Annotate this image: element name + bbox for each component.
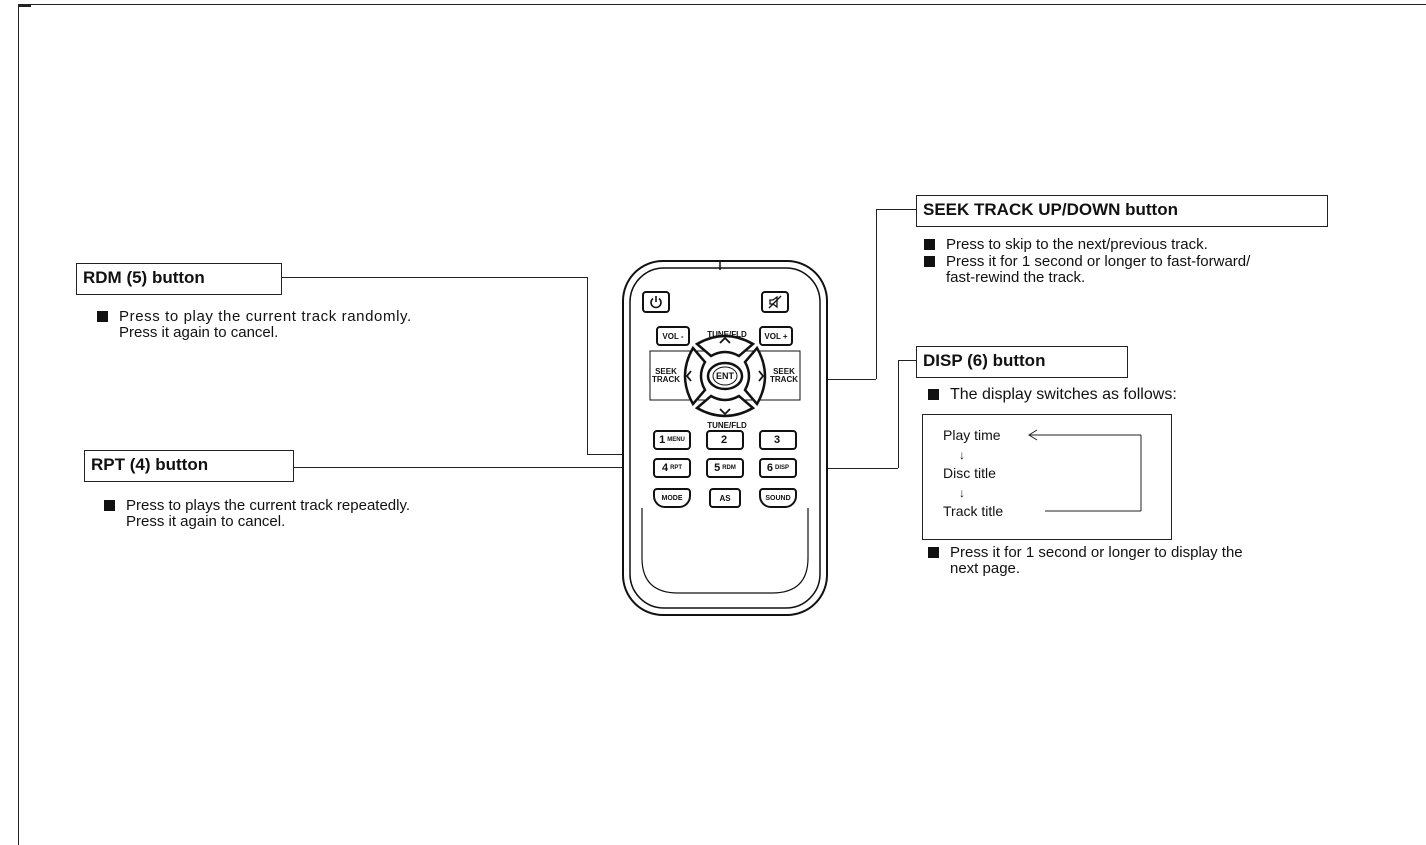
rdm-title: RDM (5) button <box>76 263 282 295</box>
rpt-text-1: Press to plays the current track repeate… <box>126 497 411 514</box>
disp-leader-h1 <box>898 360 916 361</box>
rdm-text-1: Press to play the current track randomly… <box>119 308 412 325</box>
seek-up-button[interactable] <box>750 355 766 397</box>
bullet-square-icon <box>924 256 935 267</box>
bullet-square-icon <box>928 547 939 558</box>
disp-note-text-2: next page. <box>950 560 1021 577</box>
disp-note-bullet: Press it for 1 second or longer to displ… <box>928 545 1388 577</box>
btn4-sub: RPT <box>670 465 683 471</box>
display-cycle-box: Play time ↓ Disc title ↓ Track title <box>922 414 1172 540</box>
tune-fld-top-label: TUNE/FLD <box>707 330 747 339</box>
vol-plus-button[interactable]: VOL + <box>759 326 793 346</box>
rpt-text-2: Press it again to cancel. <box>126 513 286 530</box>
bullet-square-icon <box>928 389 939 400</box>
btn5-number: 5 <box>714 462 721 474</box>
rpt-bullet: Press to plays the current track repeate… <box>104 498 564 530</box>
btn1-number: 1 <box>659 434 666 446</box>
mode-button[interactable]: MODE <box>653 488 691 508</box>
seek-down-button[interactable] <box>684 355 700 397</box>
cycle-disc-title: Disc title <box>943 465 996 481</box>
rdm-bullet: Press to play the current track randomly… <box>97 309 557 341</box>
down-arrow-icon: ↓ <box>959 486 965 500</box>
seek-track-left-label: SEEK TRACK <box>652 368 680 384</box>
ent-button[interactable]: ENT <box>716 371 734 381</box>
tune-fld-down-button[interactable] <box>704 402 746 418</box>
seek-leader-v <box>876 209 877 379</box>
tune-fld-bottom-label: TUNE/FLD <box>707 421 747 430</box>
bullet-square-icon <box>924 239 935 250</box>
sound-button[interactable]: SOUND <box>759 488 797 508</box>
seek-bullet-1: Press to skip to the next/previous track… <box>924 237 1404 253</box>
disp-intro: The display switches as follows: <box>928 387 1348 404</box>
seek-right-line1: SEEK <box>773 367 795 376</box>
cycle-play-time: Play time <box>943 427 1001 443</box>
btn6-sub: DISP <box>775 465 790 471</box>
button-5-rdm[interactable]: 5 RDM <box>706 458 744 478</box>
button-6-disp[interactable]: 6 DISP <box>759 458 797 478</box>
seek-leader-h1 <box>876 209 916 210</box>
seek-text-3: fast-rewind the track. <box>946 269 1086 286</box>
button-1-menu[interactable]: 1 MENU <box>653 430 691 450</box>
disp-leader-v <box>898 360 899 468</box>
page-frame <box>18 4 1426 845</box>
power-icon <box>650 296 662 309</box>
btn3-number: 3 <box>773 434 781 446</box>
seek-left-line2: TRACK <box>652 375 680 384</box>
seek-title: SEEK TRACK UP/DOWN button <box>916 195 1328 227</box>
dpad <box>683 334 767 418</box>
seek-bullet-2: Press it for 1 second or longer to fast-… <box>924 254 1404 286</box>
bullet-square-icon <box>104 500 115 511</box>
disp-note-text-1: Press it for 1 second or longer to displ… <box>950 544 1243 561</box>
seek-leader-h2 <box>808 379 876 380</box>
top-mark <box>19 5 31 7</box>
btn1-sub: MENU <box>667 437 685 443</box>
rpt-description: Press to plays the current track repeate… <box>104 498 564 531</box>
seek-text-1: Press to skip to the next/previous track… <box>946 236 1208 253</box>
button-2[interactable]: 2 <box>706 430 744 450</box>
rdm-leader-h1 <box>282 277 587 278</box>
disp-leader-h2 <box>796 468 898 469</box>
rpt-title: RPT (4) button <box>84 450 294 482</box>
disp-intro-text: The display switches as follows: <box>950 386 1177 403</box>
vol-minus-button[interactable]: VOL - <box>656 326 690 346</box>
disp-note: Press it for 1 second or longer to displ… <box>928 545 1388 578</box>
cycle-return-arrow <box>1028 429 1142 512</box>
rpt-leader <box>294 467 674 468</box>
tune-fld-up-button[interactable] <box>704 334 746 350</box>
seek-description: Press to skip to the next/previous track… <box>924 237 1404 287</box>
as-button[interactable]: AS <box>709 488 741 508</box>
btn4-number: 4 <box>661 462 669 474</box>
rdm-leader-v <box>587 277 588 454</box>
down-arrow-icon: ↓ <box>959 448 965 462</box>
rdm-text-2: Press it again to cancel. <box>119 324 279 341</box>
seek-text-2: Press it for 1 second or longer to fast-… <box>946 253 1251 270</box>
power-button[interactable] <box>642 291 670 313</box>
remote-control: VOL - VOL + TUNE/FLD TUNE/FLD SEEK TRACK… <box>620 258 830 618</box>
rdm-description: Press to play the current track randomly… <box>97 309 557 342</box>
mute-icon <box>768 295 782 309</box>
mute-button[interactable] <box>761 291 789 313</box>
disp-title: DISP (6) button <box>916 346 1128 378</box>
btn6-number: 6 <box>766 462 774 474</box>
bullet-square-icon <box>97 311 108 322</box>
seek-right-line2: TRACK <box>770 375 798 384</box>
button-4-rpt[interactable]: 4 RPT <box>653 458 691 478</box>
cycle-track-title: Track title <box>943 503 1004 519</box>
seek-left-line1: SEEK <box>655 367 677 376</box>
btn5-sub: RDM <box>722 465 736 471</box>
button-3[interactable]: 3 <box>759 430 797 450</box>
btn2-number: 2 <box>720 434 728 446</box>
disp-intro-bullet: The display switches as follows: <box>928 387 1348 403</box>
seek-track-right-label: SEEK TRACK <box>770 368 798 384</box>
